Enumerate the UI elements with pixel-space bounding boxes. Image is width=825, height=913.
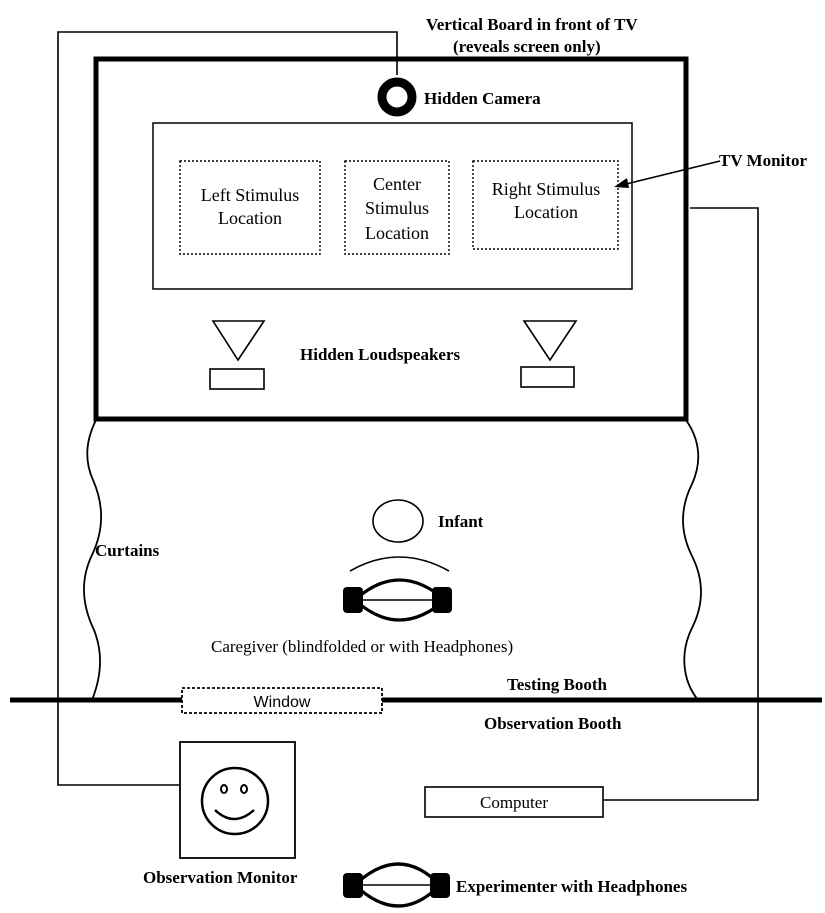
center-stimulus-label-line1: Center — [373, 174, 421, 194]
center-stimulus-label-line2: Stimulus — [365, 198, 429, 218]
experimenter-headphones-icon — [343, 862, 450, 908]
curtains-label: Curtains — [95, 541, 160, 560]
right-stimulus-label-line2: Location — [514, 202, 578, 222]
window-label: Window — [254, 694, 311, 711]
caregiver-headphones-icon — [343, 556, 452, 622]
window — [181, 687, 383, 714]
hidden-camera-icon — [377, 77, 417, 117]
center-stimulus-label-line3: Location — [365, 223, 429, 243]
experimenter-label: Experimenter with Headphones — [456, 877, 687, 896]
right-stimulus-label-line1: Right Stimulus — [492, 179, 601, 199]
smiley-face-icon — [200, 766, 270, 836]
left-stimulus-location — [179, 160, 321, 255]
board-label-line2: (reveals screen only) — [453, 37, 601, 56]
hidden-loudspeakers-label: Hidden Loudspeakers — [300, 345, 461, 364]
computer-cable — [603, 207, 759, 801]
tv-monitor-arrow — [617, 160, 721, 187]
observation-booth-label: Observation Booth — [484, 714, 622, 733]
caregiver-label: Caregiver (blindfolded or with Headphone… — [211, 637, 513, 656]
left-stimulus-label-line1: Left Stimulus — [201, 185, 300, 205]
vertical-board — [93, 56, 689, 422]
hidden-camera-label: Hidden Camera — [424, 89, 541, 108]
tv-monitor-arrowhead — [614, 178, 629, 188]
right-loudspeaker-icon — [520, 320, 578, 388]
observation-monitor — [179, 741, 296, 859]
right-curtain — [682, 419, 702, 701]
testing-booth-label: Testing Booth — [507, 675, 608, 694]
left-stimulus-label-line2: Location — [218, 208, 282, 228]
infant-icon — [372, 499, 424, 543]
camera-cable — [57, 31, 398, 786]
computer — [424, 786, 604, 818]
center-stimulus-location — [344, 160, 450, 255]
tv-monitor — [152, 122, 633, 290]
tv-monitor-label: TV Monitor — [719, 151, 807, 170]
right-stimulus-location — [472, 160, 619, 250]
board-label-line1: Vertical Board in front of TV — [426, 15, 638, 34]
left-curtain — [83, 419, 102, 701]
computer-label: Computer — [480, 793, 548, 812]
infant-label: Infant — [438, 512, 484, 531]
observation-monitor-label: Observation Monitor — [143, 868, 298, 887]
left-loudspeaker-icon — [209, 320, 266, 390]
